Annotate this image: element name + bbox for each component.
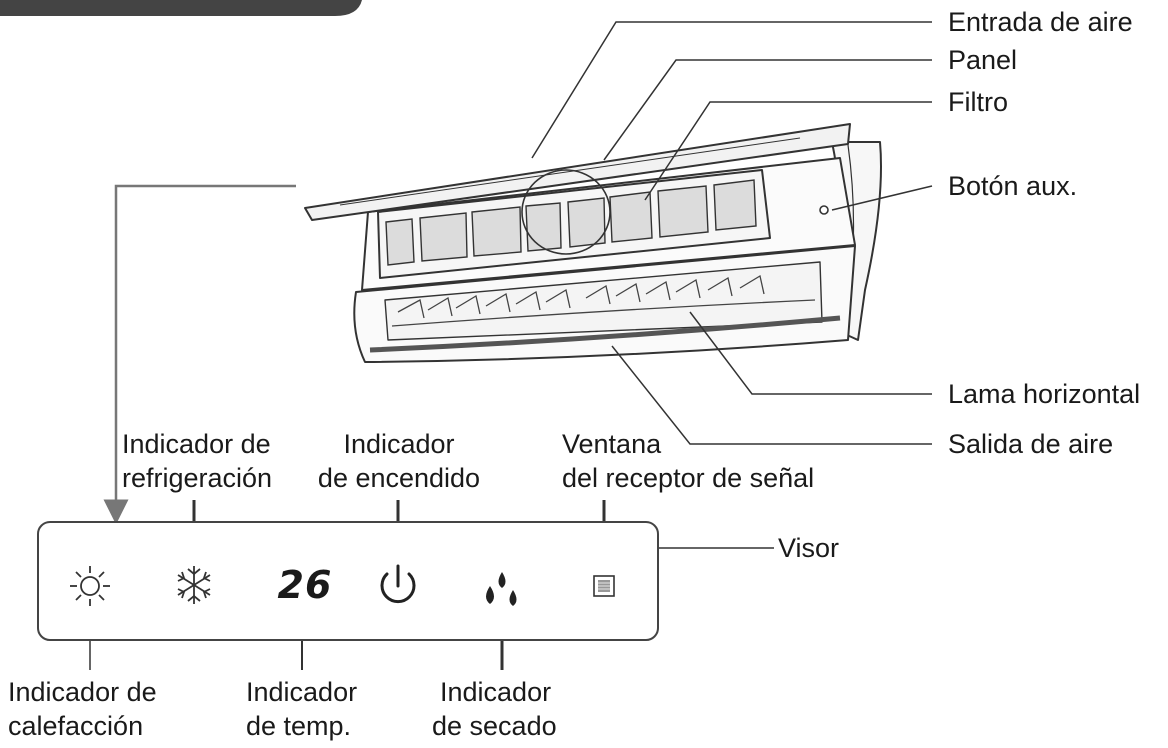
label-display: Visor <box>778 533 840 563</box>
label-air-inlet: Entrada de aire <box>948 7 1133 37</box>
sun-icon <box>70 566 110 606</box>
label-aux-button: Botón aux. <box>948 171 1078 201</box>
label-receiver-window-line2: del receptor de señal <box>562 463 815 493</box>
filter-slots <box>385 179 757 266</box>
label-receiver-window-line1: Ventana <box>562 429 662 459</box>
label-cooling-indicator-line1: Indicador de <box>122 429 271 459</box>
display-arrow <box>103 184 296 525</box>
label-cooling-indicator-line2: refrigeración <box>122 463 273 493</box>
temperature-readout: 26 <box>277 563 333 607</box>
label-power-indicator-line2: de encendido <box>317 463 481 493</box>
filter-detail-circle <box>521 169 611 255</box>
label-temp-indicator-line2: de temp. <box>246 711 352 741</box>
power-icon <box>380 564 416 604</box>
air-outlet-section <box>353 245 856 363</box>
leader-lines <box>89 21 933 670</box>
label-power-indicator-line1: Indicador <box>343 429 455 459</box>
label-temp-indicator-line1: Indicador <box>246 677 358 707</box>
label-panel: Panel <box>948 45 1018 75</box>
snowflake-icon <box>177 566 211 604</box>
aux-button-dot <box>819 205 829 215</box>
label-horizontal-louver: Lama horizontal <box>948 379 1141 409</box>
label-air-outlet: Salida de aire <box>948 429 1114 459</box>
header-tab <box>0 0 362 16</box>
label-heating-indicator-line2: calefacción <box>8 711 144 741</box>
label-dry-indicator-line1: Indicador <box>440 677 552 707</box>
label-heating-indicator-line1: Indicador de <box>8 677 157 707</box>
louver-vanes <box>391 274 816 327</box>
receiver-window-icon <box>593 575 615 597</box>
label-dry-indicator-line2: de secado <box>432 711 557 741</box>
water-drops-icon <box>486 572 517 606</box>
display-panel <box>37 521 659 641</box>
label-filter: Filtro <box>948 87 1008 117</box>
